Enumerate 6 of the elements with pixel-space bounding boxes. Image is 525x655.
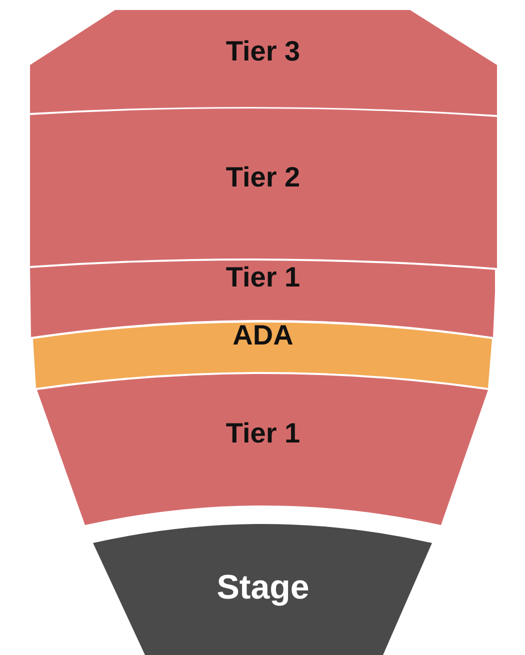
section-label: Tier 2	[226, 162, 300, 194]
section-label: Tier 3	[226, 36, 300, 68]
stage-label: Stage	[216, 569, 310, 607]
section-label: Tier 1	[226, 418, 300, 450]
section-label: ADA	[232, 320, 294, 352]
section-label: Tier 1	[226, 262, 300, 294]
